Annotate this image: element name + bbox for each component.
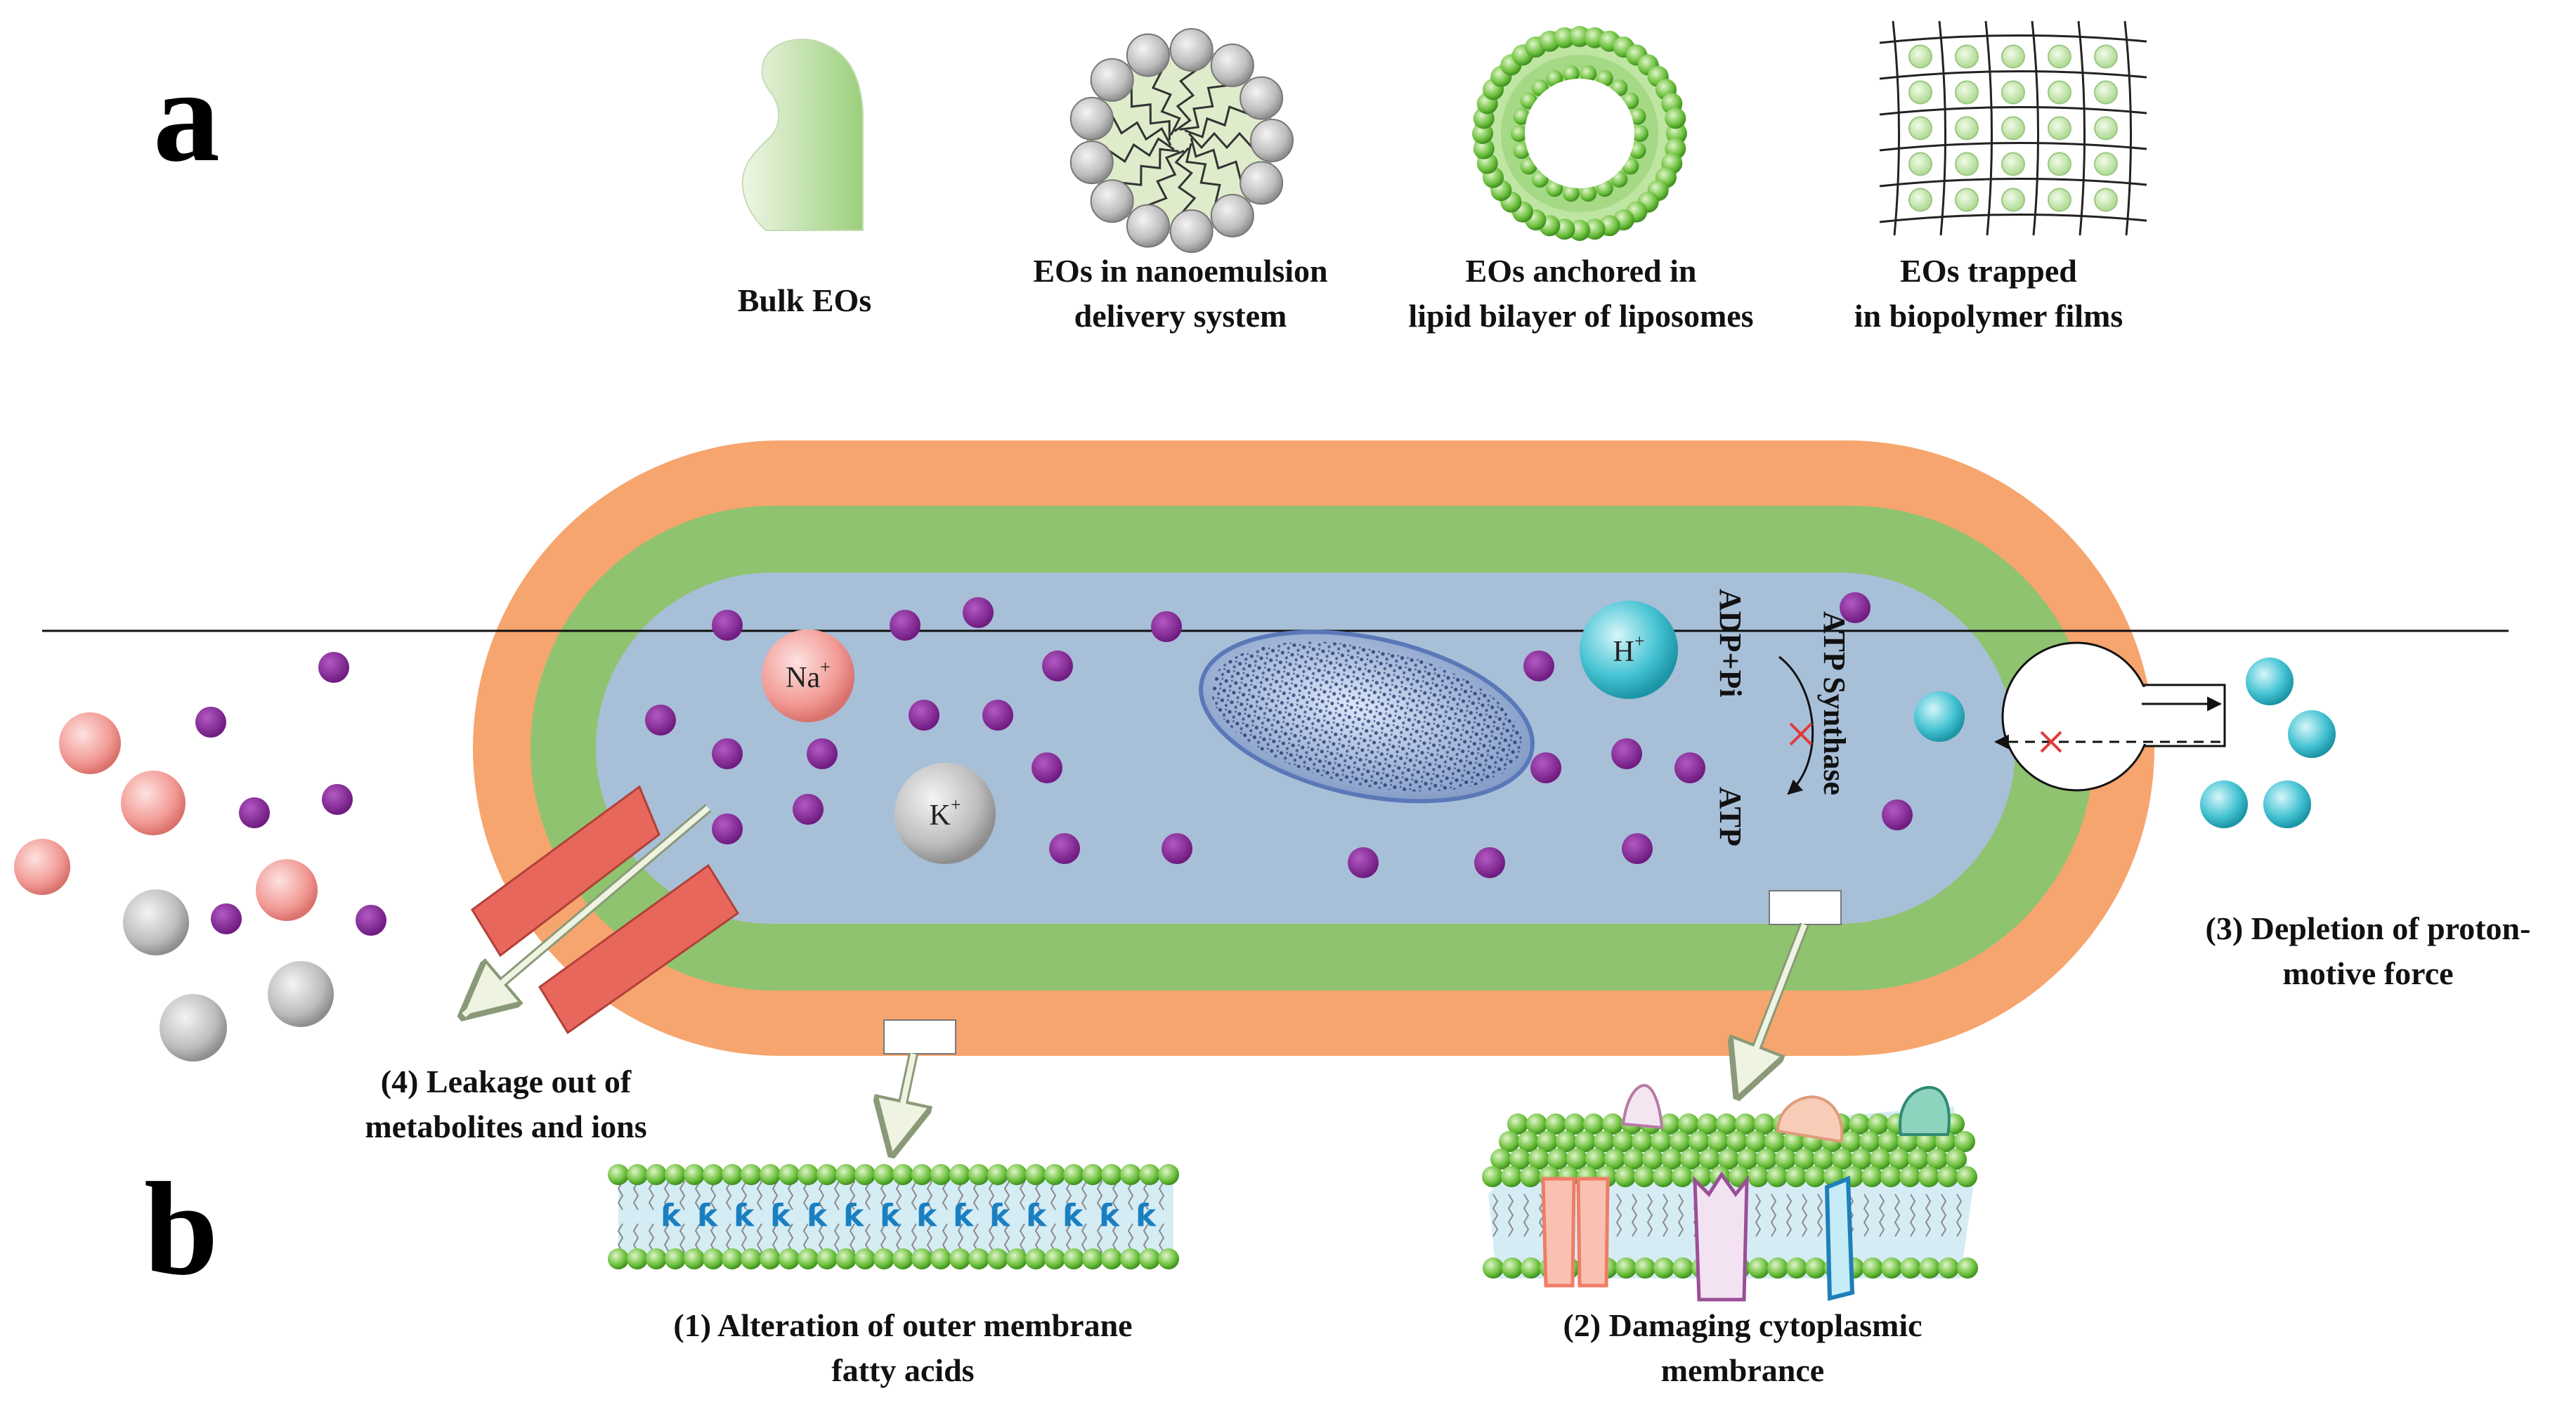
svg-text:ƙ: ƙ: [989, 1198, 1011, 1234]
caption-bulk-eos: Bulk EOs: [737, 282, 872, 318]
surfactant-head: [1240, 76, 1284, 120]
svg-text:ƙ: ƙ: [880, 1198, 902, 1234]
liposome-icon: [1472, 26, 1687, 241]
surfactant-head: [1090, 58, 1134, 102]
surfactant-head: [1210, 193, 1254, 237]
svg-text:ƙ: ƙ: [1062, 1198, 1084, 1234]
svg-text:ƙ: ƙ: [807, 1198, 828, 1234]
adp-label: ADP+Pi: [1713, 589, 1748, 698]
leaked-ions: [14, 712, 334, 1061]
panel-label-b: b: [144, 1156, 219, 1303]
svg-text:ƙ: ƙ: [843, 1198, 865, 1234]
surfactant-head: [1240, 161, 1284, 205]
panel-label-a: a: [153, 42, 220, 190]
bulk-eo-icon: [741, 39, 864, 231]
svg-text:ƙ: ƙ: [1099, 1198, 1121, 1234]
svg-text:K+: K+: [929, 795, 961, 832]
surfactant-head: [1069, 140, 1114, 185]
potassium-ion: K+: [895, 763, 996, 864]
caption-mechanism-3: (3) Depletion of proton-motive force: [2205, 910, 2531, 991]
metabolites: [195, 592, 1913, 936]
svg-text:ƙ: ƙ: [734, 1198, 755, 1234]
biopolymer-film-icon: [1879, 20, 2147, 236]
surfactant-head: [1069, 96, 1114, 140]
proton-ion: H+: [1580, 601, 1678, 699]
atp-synthase-label: ATP Synthase: [1817, 611, 1852, 795]
sodium-ion: Na+: [762, 629, 854, 722]
surfactant-head: [1210, 44, 1254, 88]
surfactant-head: [1250, 119, 1294, 162]
svg-text:H+: H+: [1613, 631, 1644, 668]
svg-text:Na+: Na+: [786, 657, 831, 694]
svg-text:ƙ: ƙ: [661, 1198, 682, 1234]
svg-text:ƙ: ƙ: [1026, 1198, 1048, 1234]
svg-text:ƙ: ƙ: [1136, 1198, 1157, 1234]
membrane-proteins: [1541, 1083, 1951, 1302]
svg-text:ƙ: ƙ: [697, 1198, 719, 1234]
mitochondrion: [1199, 629, 1535, 804]
leakage-channel: [464, 785, 740, 1035]
atp-synthase-reaction: ADP+Pi ATP ATP Synthase: [1713, 589, 1852, 847]
nanoemulsion-icon: [1069, 27, 1294, 254]
callout-cytoplasmic-membrane: [1738, 890, 1842, 1094]
surfactant-head: [1126, 204, 1170, 248]
blocked-cross-icon: [2040, 731, 2062, 753]
blocked-cross-icon: [1789, 722, 1813, 746]
surfactant-head: [1169, 209, 1214, 254]
surfactant-head: [1090, 179, 1134, 223]
svg-text:ƙ: ƙ: [770, 1198, 792, 1234]
proton-channel: [1914, 641, 2226, 792]
svg-text:ƙ: ƙ: [953, 1198, 975, 1234]
atp-label: ATP: [1713, 787, 1748, 847]
callout-outer-membrane: [884, 1019, 956, 1152]
surfactant-head: [1169, 27, 1214, 72]
svg-text:ƙ: ƙ: [916, 1198, 938, 1234]
surfactant-head: [1126, 33, 1170, 77]
external-protons: [2200, 658, 2336, 828]
